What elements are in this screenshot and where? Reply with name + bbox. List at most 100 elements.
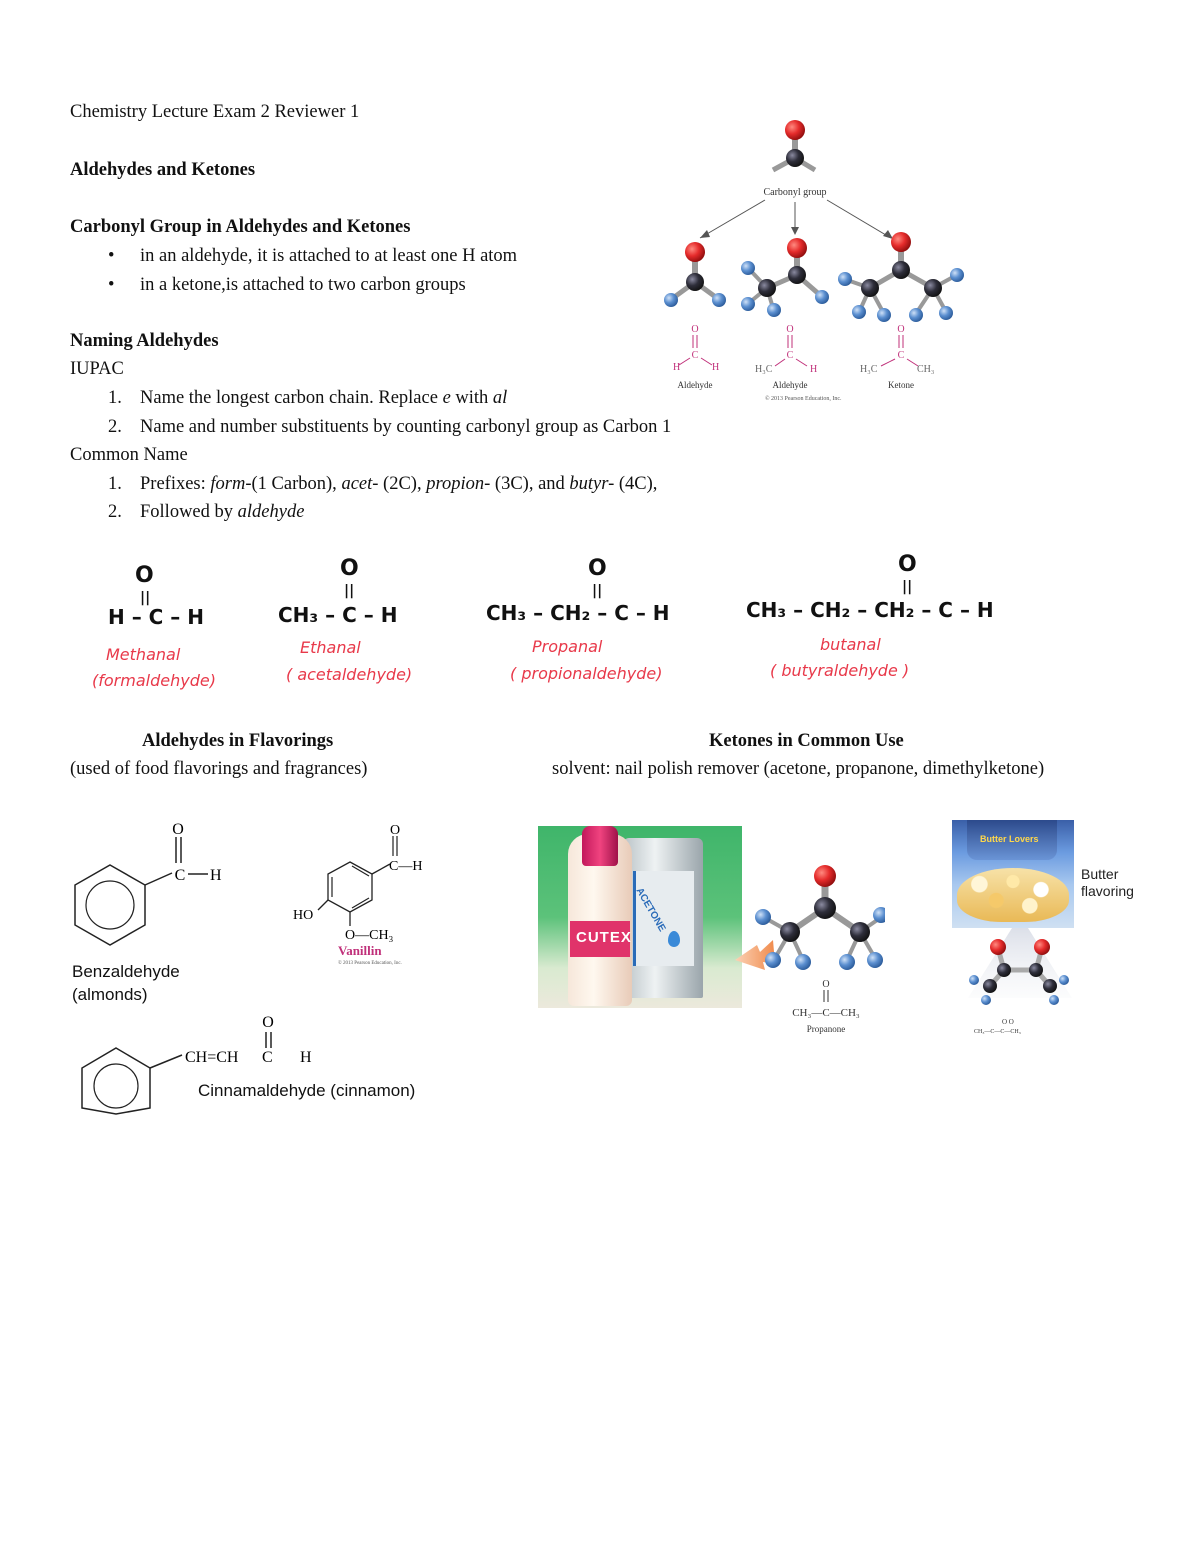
credit: © 2013 Pearson Education, Inc. [765,395,842,402]
benzaldehyde-name: Benzaldehyde [72,962,180,981]
svg-text:HO: HO [293,908,313,923]
common-step-1: Prefixes: form-(1 Carbon), acet- (2C), p… [140,474,658,494]
bullet-aldehyde: in an aldehyde, it is attached to at lea… [140,246,518,266]
svg-text:O: O [172,821,184,838]
svg-text:O—CH₃: O—CH₃ [345,928,394,943]
svg-text:Vanillin: Vanillin [338,943,382,958]
bullet-icon: • [108,246,115,266]
name-ethanal: Ethanal [300,638,361,657]
benzaldehyde-use: (almonds) [72,985,148,1004]
formula-ethanal: CH₃ – C – H [278,603,398,627]
formula-butanal: CH₃ – CH₂ – CH₂ – C – H [746,598,994,622]
svg-text:H: H [300,1049,312,1066]
iupac-label: IUPAC [70,359,124,379]
svg-text:C—H: C—H [389,859,422,874]
hw-oxygen: O [340,556,359,581]
ketones-sub: solvent: nail polish remover (acetone, p… [552,759,1045,779]
figure-label: Ketone [888,380,914,390]
carbonyl-heading: Carbonyl Group in Aldehydes and Ketones [70,217,411,237]
carbonyl-figure: Carbonyl group [664,120,964,402]
cutex-label: CUTEX [576,929,632,946]
common-butanal: ( butyraldehyde ) [770,661,910,680]
hw-oxygen: O [898,552,917,577]
formaldehyde-model [664,242,726,307]
svg-text:O: O [390,823,400,838]
propanone-formula: CH₃—C—CH₃ [792,1007,860,1019]
figure-label: Aldehyde [773,380,808,390]
svg-text:H₃C: H₃C [755,364,773,375]
propanone-name: Propanone [807,1024,846,1034]
bullet-icon: • [108,275,115,295]
naming-heading: Naming Aldehydes [70,331,219,351]
svg-text:O: O [897,324,904,335]
acetone-model [838,232,964,322]
svg-text:C: C [175,867,186,884]
svg-text:O: O [822,979,829,990]
common-name-label: Common Name [70,445,188,465]
common-step-2: Followed by aldehyde [140,502,305,522]
popcorn-photo: Butter Lovers [952,820,1074,928]
double-bond: || [592,583,603,599]
hw-oxygen: O [135,563,154,588]
arrow-icon [735,940,775,970]
arrow [699,199,766,239]
benzaldehyde-structure: O C H [74,821,222,946]
double-bond: || [140,590,151,606]
acetone-photo: ACETONE CUTEX [538,826,742,1008]
svg-text:CH=CH: CH=CH [185,1049,239,1066]
common-ethanal: ( acetaldehyde) [286,665,413,684]
svg-text:C: C [692,350,699,361]
document-title: Chemistry Lecture Exam 2 Reviewer 1 [70,102,360,122]
structural-formulas: O C H H O C H₃C H O C H₃C CH₃ [673,324,934,375]
arrow [826,199,892,239]
list-number: 2. [108,417,122,437]
svg-text:H: H [712,362,719,373]
vanillin-structure: O C—H HO O—CH₃ Vanillin © 2013 Pearson E… [293,823,422,966]
double-bond: || [902,579,913,595]
butter-label-1: Butter [1081,866,1119,882]
ketones-heading: Ketones in Common Use [709,731,904,751]
list-number: 1. [108,474,122,494]
diacetyl-figure: O O CH₃—C—C—CH₃ [968,928,1072,1035]
propanone-figure: O CH₃—C—CH₃ Propanone [735,865,885,1034]
svg-text:H: H [810,364,817,375]
hw-oxygen: O [588,556,607,581]
bag-label: Butter Lovers [980,834,1039,844]
svg-text:C: C [787,350,794,361]
section-heading: Aldehydes and Ketones [70,160,256,180]
iupac-step-1: Name the longest carbon chain. Replace e… [140,388,508,408]
cinnamaldehyde-name: Cinnamaldehyde (cinnamon) [198,1081,416,1100]
iupac-step-2: Name and number substituents by counting… [140,417,672,437]
carbonyl-group-label: Carbonyl group [763,187,826,198]
formula-propanal: CH₃ – CH₂ – C – H [486,601,670,625]
common-methanal: (formaldehyde) [92,671,216,690]
formula-methanal: H – C – H [108,605,205,629]
carbonyl-model [771,120,817,173]
svg-text:CH₃: CH₃ [917,364,934,375]
list-number: 1. [108,388,122,408]
figure-label: Aldehyde [678,380,713,390]
flavorings-sub: (used of food flavorings and fragrances) [70,759,368,779]
list-number: 2. [108,502,122,522]
svg-text:H: H [210,867,222,884]
svg-text:O O: O O [1002,1018,1014,1026]
svg-text:C: C [898,350,905,361]
svg-text:CH₃—C—C—CH₃: CH₃—C—C—CH₃ [974,1029,1021,1035]
butter-label-2: flavoring [1081,883,1134,899]
common-propanal: ( propionaldehyde) [510,664,663,683]
name-propanal: Propanal [532,637,603,656]
cinnamaldehyde-structure: O CH=CH C H [81,1014,312,1115]
name-methanal: Methanal [106,645,181,664]
svg-text:O: O [691,324,698,335]
name-butanal: butanal [820,635,881,654]
svg-text:O: O [262,1014,274,1031]
flavorings-heading: Aldehydes in Flavorings [142,731,334,751]
svg-text:H: H [673,362,680,373]
double-bond: || [344,583,355,599]
acetaldehyde-model [741,238,829,317]
svg-text:H₃C: H₃C [860,364,878,375]
bullet-ketone: in a ketone,is attached to two carbon gr… [140,275,466,295]
svg-text:O: O [786,324,793,335]
drop-icon [668,931,680,947]
svg-text:C: C [262,1049,273,1066]
